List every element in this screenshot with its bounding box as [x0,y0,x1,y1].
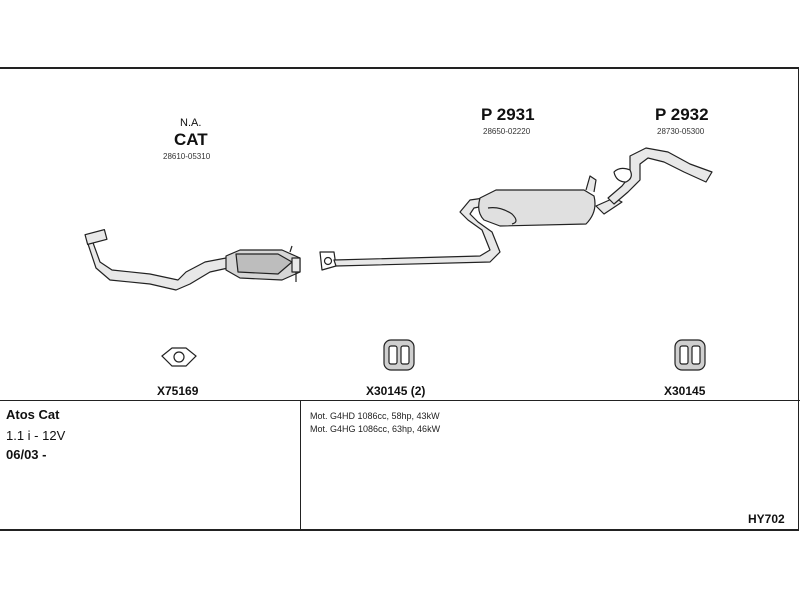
info-divider [0,400,800,401]
rear-muffler [478,175,623,227]
vehicle-engine: 1.1 i - 12V [6,428,66,443]
vehicle-model: Atos Cat [6,407,60,422]
p2932-title: P 2932 [655,105,709,124]
center-pipe [333,197,501,267]
rubber-hanger-icon [383,339,415,371]
p2931-title: P 2931 [481,105,535,124]
kit-code: HY702 [748,512,785,526]
cat-part-number: 28610-05310 [163,152,211,161]
hanger-center-label: X30145 (2) [366,384,426,398]
gasket-label: X75169 [157,384,199,398]
p2932-part-number: 28730-05300 [657,127,705,136]
cat-note: N.A. [180,117,202,129]
cat-title: CAT [174,130,208,149]
tail-pipe [607,147,713,205]
hanger-right-label: X30145 [664,384,706,398]
gasket-ring-icon [161,347,197,367]
vehicle-date: 06/03 - [6,447,47,462]
motor-line-2: Mot. G4HG 1086cc, 63hp, 46kW [310,424,441,434]
diagram-frame [0,67,799,531]
front-pipe [84,228,229,291]
catalytic-converter [225,245,301,282]
info-column-divider [300,401,301,531]
p2931-part-number: 28650-02220 [483,127,531,136]
motor-line-1: Mot. G4HD 1086cc, 58hp, 43kW [310,411,440,421]
rubber-hanger-icon-right [674,339,706,371]
flange-gasket [319,251,337,271]
